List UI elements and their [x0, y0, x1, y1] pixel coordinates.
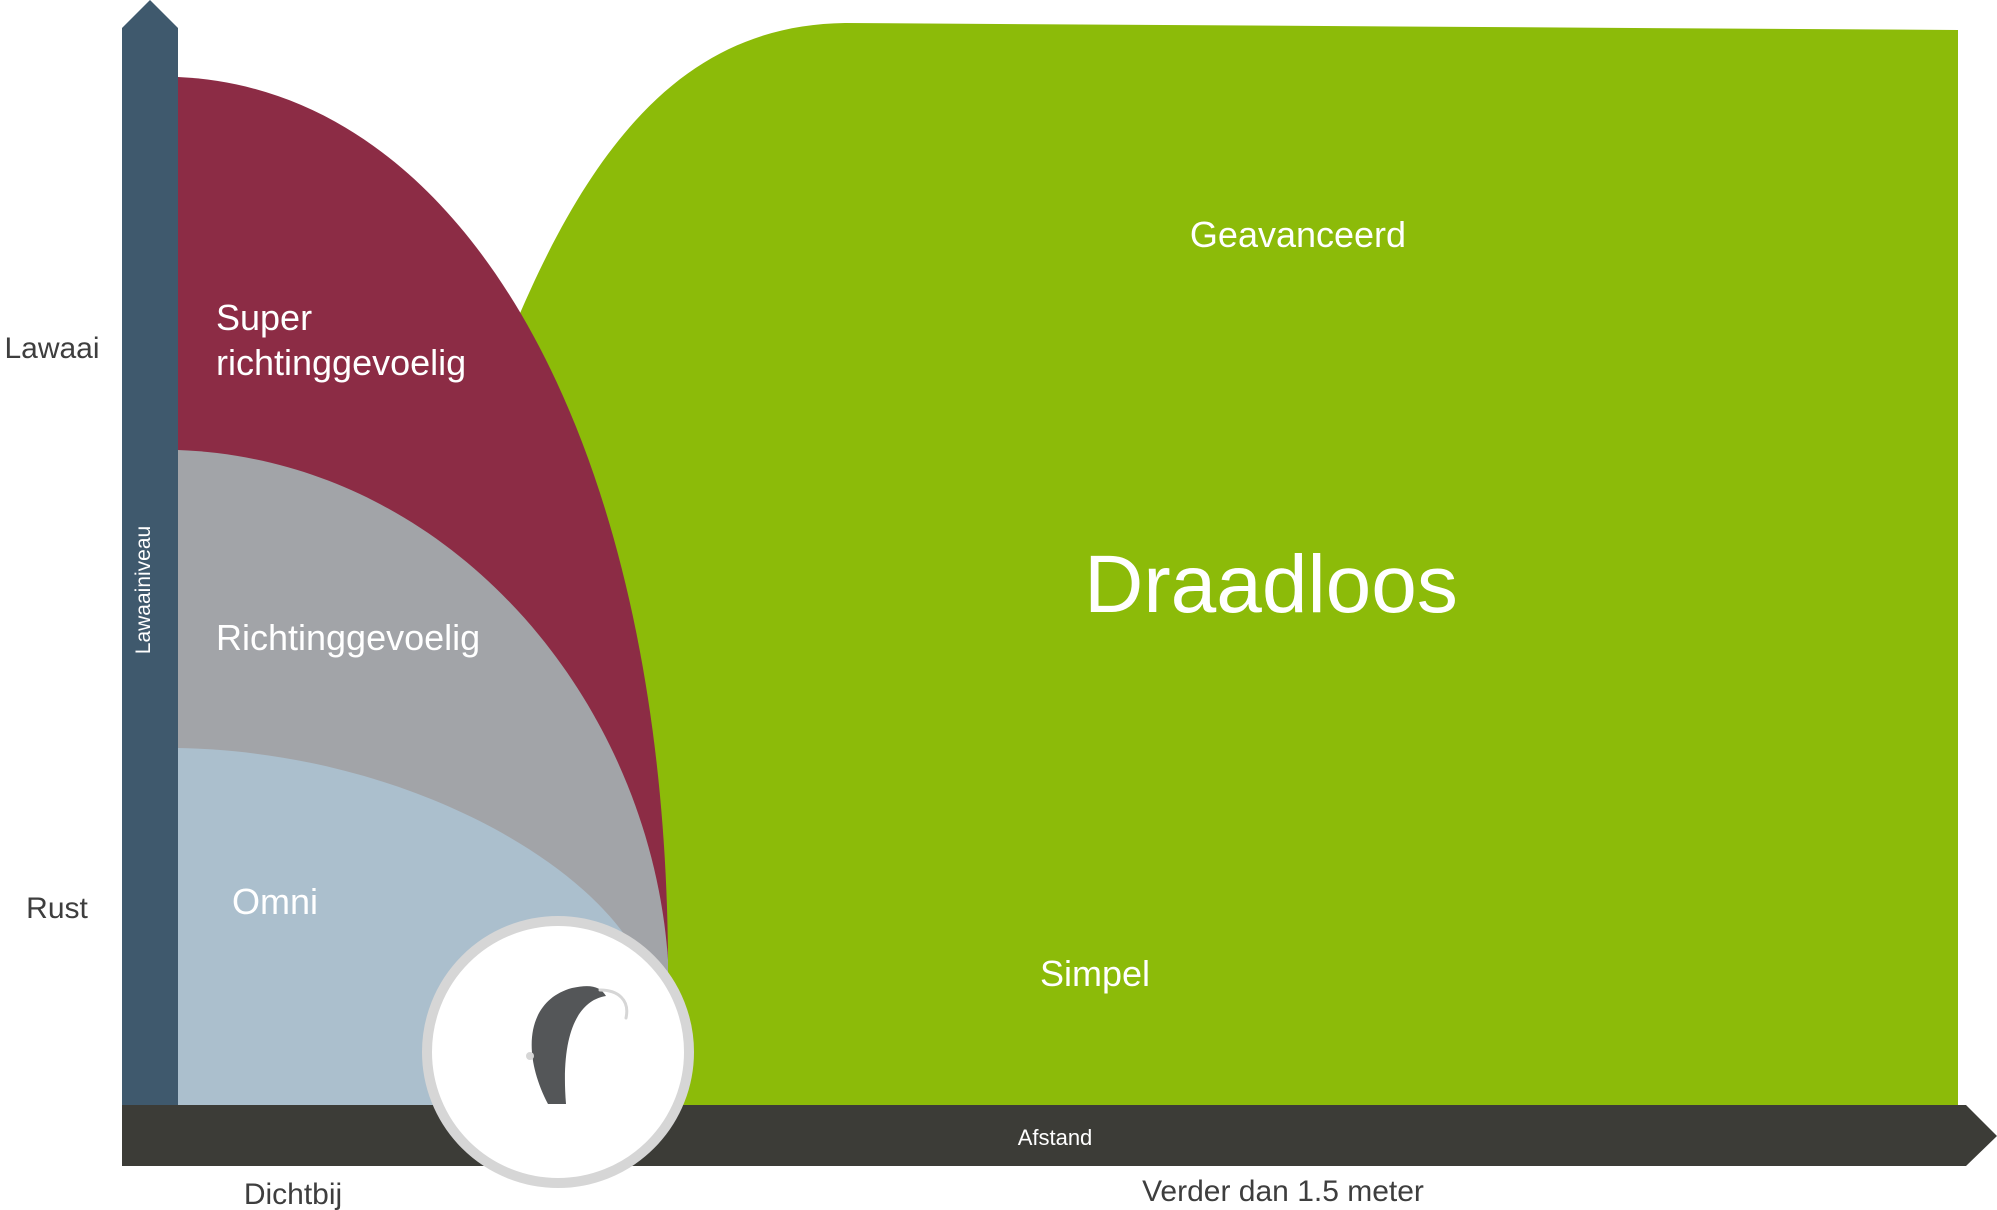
device-badge	[422, 916, 694, 1188]
directional-label: Richtinggevoelig	[216, 617, 480, 658]
hearing-aid-icon	[526, 986, 629, 1104]
wireless-top-label: Geavanceerd	[1190, 214, 1406, 255]
x-axis-right-label: Verder dan 1.5 meter	[1142, 1175, 1424, 1208]
y-axis-arrow	[122, 0, 178, 1166]
x-axis-label: Afstand	[1018, 1125, 1093, 1150]
super-directional-label-line2: richtinggevoelig	[216, 342, 466, 383]
super-directional-label-line1: Super	[216, 297, 312, 338]
x-axis-left-label: Dichtbij	[244, 1178, 342, 1210]
wireless-title: Draadloos	[1084, 539, 1458, 630]
y-axis-bottom-label: Rust	[26, 892, 88, 925]
wireless-bottom-label: Simpel	[1040, 953, 1150, 994]
omni-label: Omni	[232, 881, 318, 922]
y-axis-label: Lawaainiveau	[132, 526, 155, 654]
y-axis-top-label: Lawaai	[4, 332, 99, 365]
wireless-region	[513, 23, 1958, 1110]
